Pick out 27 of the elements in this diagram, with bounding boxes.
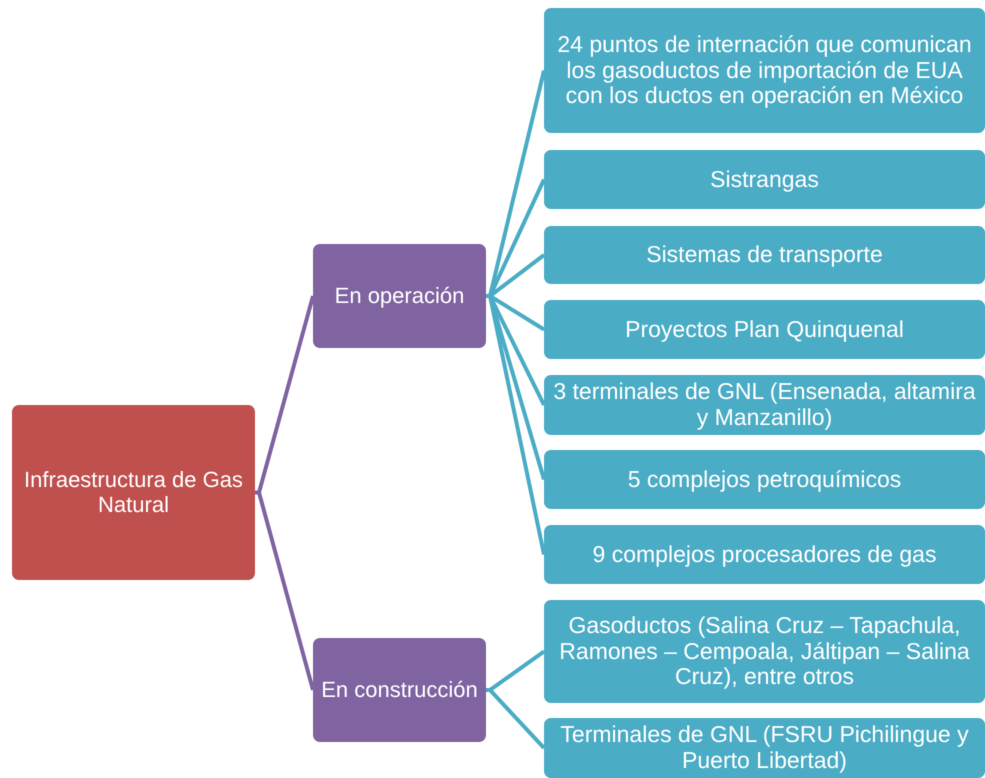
category-box [313, 244, 486, 348]
box-label: 24 puntos de internación que comunican los gasoductos de importación de EUA con los ductos en operación en México [556, 32, 973, 110]
category-box [544, 450, 985, 509]
box-label: Proyectos Plan Quinquenal [625, 316, 904, 342]
box-label: 9 complejos procesadores de gas [592, 542, 936, 568]
box-label: 3 terminales de GNL (Ensenada, altamira y Manzanillo) [552, 379, 977, 431]
connector-line [255, 295, 315, 494]
box-label: En construcción [321, 678, 478, 702]
box-label: Terminales de GNL (FSRU Pichilingue y Puerto Libertad) [559, 722, 970, 774]
category-box [544, 375, 985, 435]
box-label: Gasoductos (Salina Cruz – Tapachula, Ramones – Cempoala, Jáltipan – Salina Cruz), entre otros [558, 612, 971, 690]
category-box [544, 8, 985, 133]
category-box [544, 718, 985, 778]
box-label: En operación [334, 284, 464, 308]
category-box [544, 150, 985, 209]
box-label: 5 complejos petroquímicos [628, 466, 902, 492]
category-box [12, 405, 255, 580]
category-box [544, 525, 985, 584]
box-label: Sistrangas [710, 166, 819, 192]
category-box [313, 638, 486, 742]
connector-line [486, 688, 546, 750]
category-box [544, 300, 985, 359]
box-label: Infraestructura de Gas Natural [23, 468, 244, 518]
category-box [544, 226, 985, 284]
box-label: Sistemas de transporte [646, 242, 883, 268]
category-box [544, 600, 985, 703]
connector-line [255, 490, 315, 691]
